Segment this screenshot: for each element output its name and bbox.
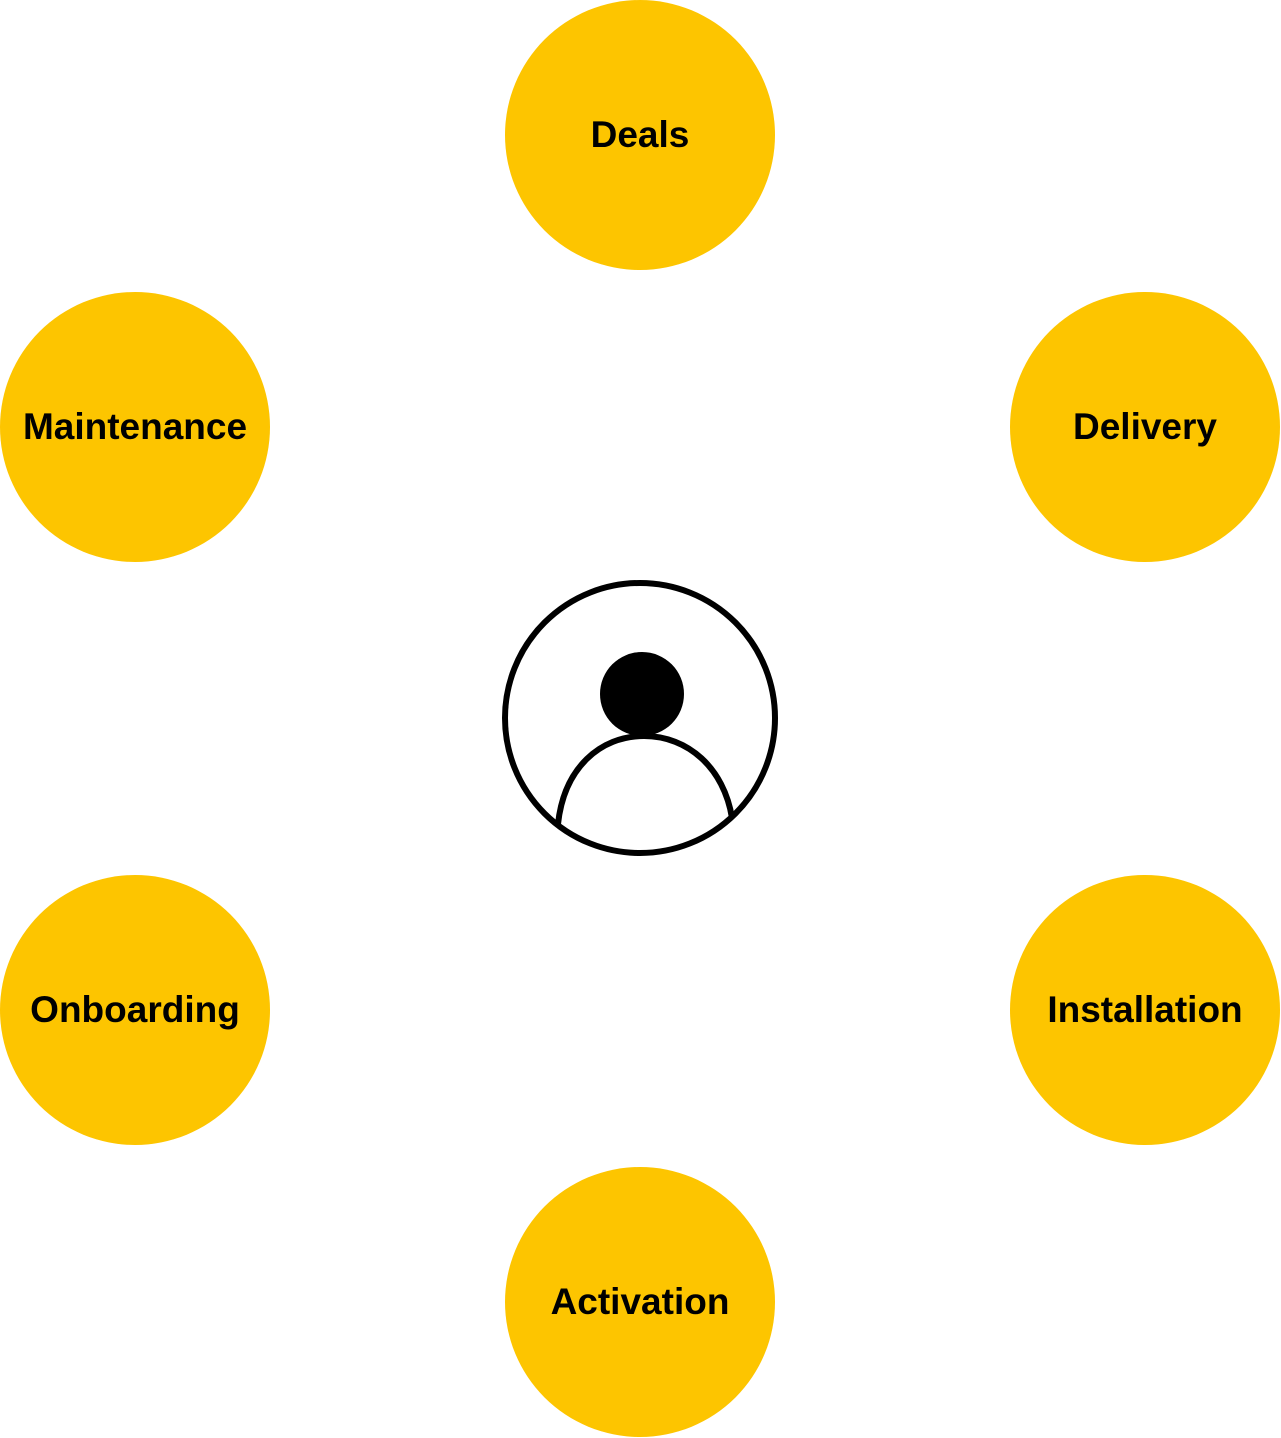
user-icon xyxy=(502,580,778,856)
user-icon-head xyxy=(600,652,684,736)
node-label: Delivery xyxy=(1073,406,1217,447)
node-label: Installation xyxy=(1047,989,1243,1030)
node-label: Activation xyxy=(550,1281,730,1322)
node-label: Deals xyxy=(590,114,690,155)
node-onboarding: Onboarding xyxy=(0,875,270,1145)
user-icon-body xyxy=(555,732,735,825)
node-activation: Activation xyxy=(505,1167,775,1437)
node-label: Maintenance xyxy=(22,406,248,447)
node-installation: Installation xyxy=(1010,875,1280,1145)
node-delivery: Delivery xyxy=(1010,292,1280,562)
node-maintenance: Maintenance xyxy=(0,292,270,562)
node-label: Onboarding xyxy=(30,989,240,1030)
node-deals: Deals xyxy=(505,0,775,270)
